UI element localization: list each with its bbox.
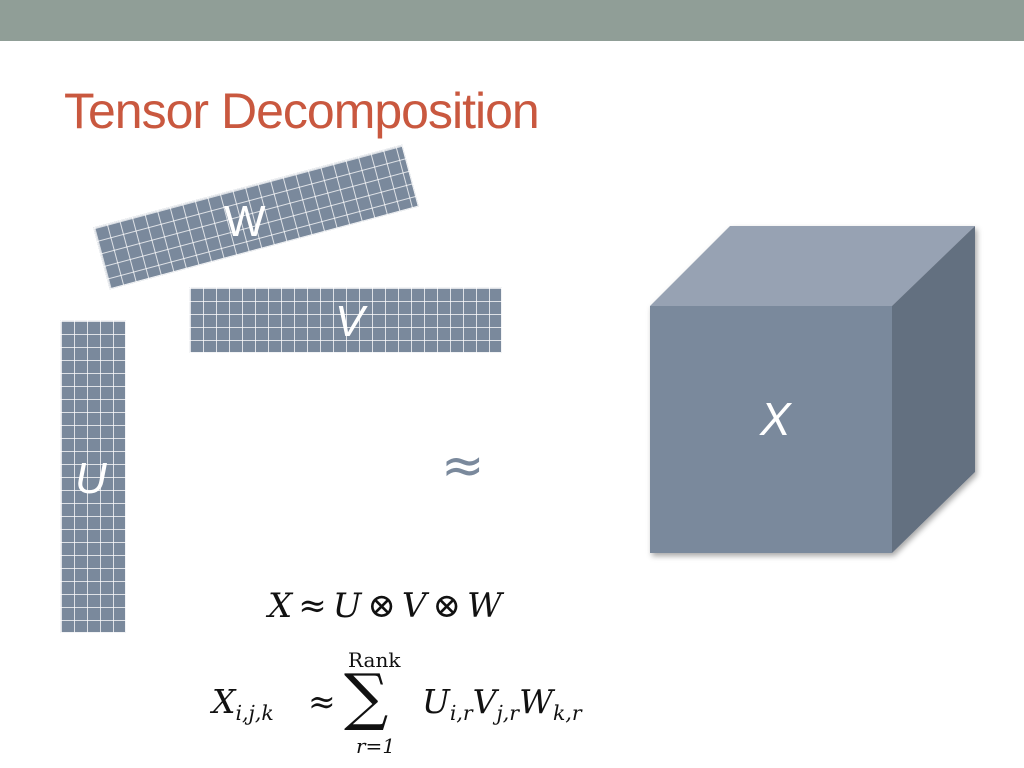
f2-rhs: Ui,rVj,rWk,r xyxy=(422,682,582,726)
f1-u: U xyxy=(332,586,362,626)
tensor-label: X xyxy=(759,393,793,445)
f1-otimes-2: ⊗ xyxy=(432,586,461,626)
f2-sum-symbol: ∑ xyxy=(344,660,389,733)
cube-front-face xyxy=(650,306,892,553)
matrix-v-label: V xyxy=(335,297,365,346)
f1-x: X xyxy=(268,586,293,626)
f1-approx: ≈ xyxy=(298,586,327,626)
cube-side-face xyxy=(892,226,975,553)
f1-v: V xyxy=(401,586,427,626)
f2-sum-upper: Rank xyxy=(348,648,401,672)
matrix-u xyxy=(60,320,126,633)
tensor-cube: X xyxy=(650,226,975,553)
matrix-u-label: U xyxy=(75,454,107,503)
formula-elementwise: Xi,j,k ≈ Rank ∑ r=1 Ui,rVj,rWk,r xyxy=(212,648,652,763)
matrix-w-label: W xyxy=(224,197,266,246)
matrix-v xyxy=(189,287,502,353)
top-bar xyxy=(0,0,1024,41)
f1-otimes-1: ⊗ xyxy=(367,586,396,626)
f2-approx: ≈ xyxy=(308,682,336,721)
f2-sum-lower: r=1 xyxy=(356,734,396,758)
approx-symbol: ≈ xyxy=(441,436,485,496)
cube-top-face xyxy=(650,226,975,306)
slide-title: Tensor Decomposition xyxy=(64,83,540,139)
f2-lhs: Xi,j,k xyxy=(212,682,274,726)
formula-decomposition: X≈U⊗V⊗W xyxy=(268,586,502,626)
f1-w: W xyxy=(466,586,502,626)
